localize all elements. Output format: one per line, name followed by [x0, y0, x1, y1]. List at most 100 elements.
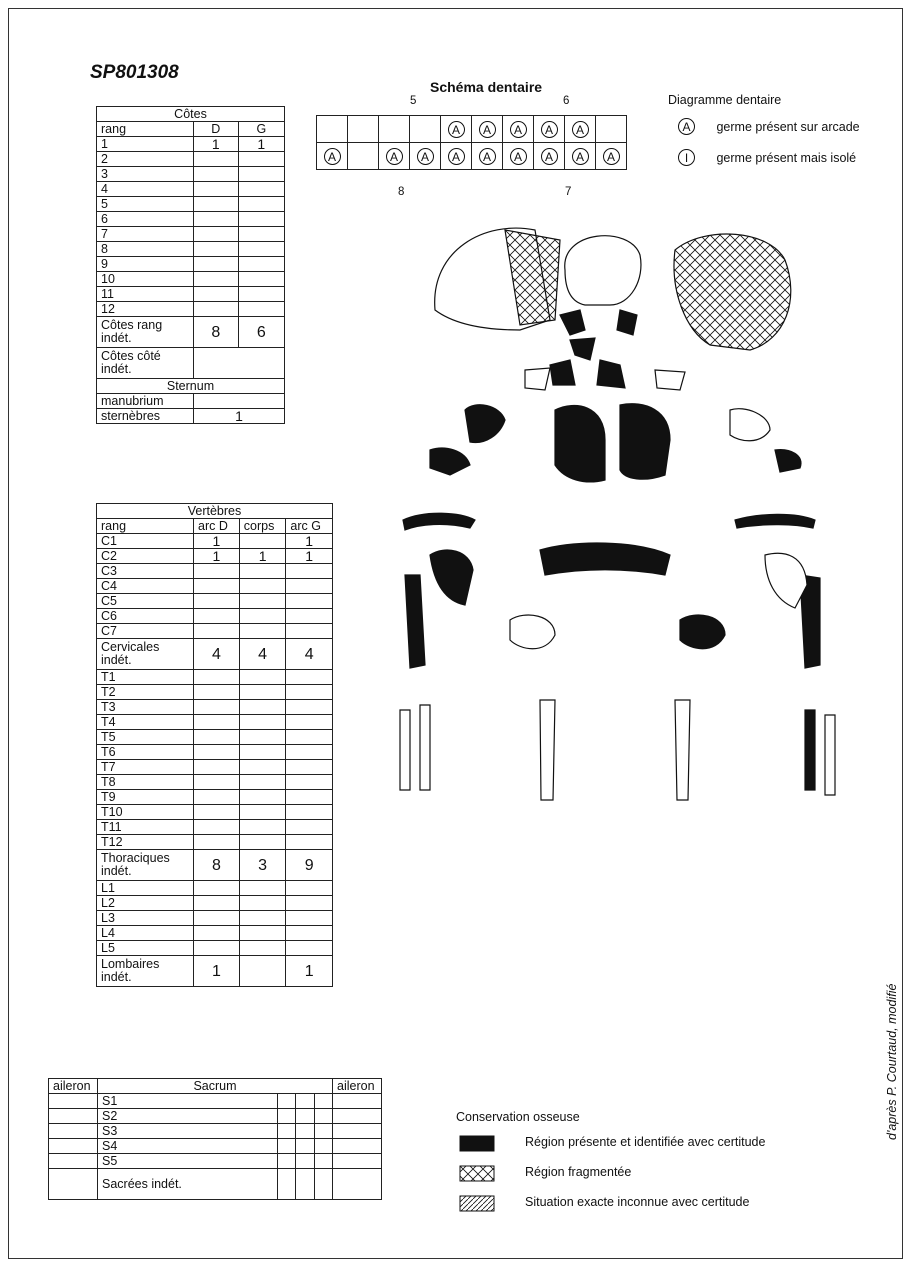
vertebra-cell — [239, 881, 286, 896]
skull-left-parietal — [674, 234, 791, 350]
vert-header-corps: corps — [239, 519, 286, 534]
cotes-cell — [238, 152, 284, 167]
conservation-label-crosshatch: Région fragmentée — [525, 1165, 631, 1179]
sacrum-indet-label: Sacrées indét. — [98, 1169, 278, 1200]
tooth-cell — [410, 116, 441, 143]
tooth-a-icon: A — [603, 148, 620, 165]
vertebra-cell — [194, 881, 240, 896]
vertebra-cell — [239, 670, 286, 685]
sacrum-row: S1 — [49, 1094, 382, 1109]
vertebra-cell — [286, 670, 333, 685]
tooth-symbol-i-icon: I — [678, 149, 695, 166]
vert-header-arcg: arc G — [286, 519, 333, 534]
tooth-a-icon: A — [510, 148, 527, 165]
cotes-rang: 6 — [97, 212, 194, 227]
vertebra-rang: T9 — [97, 790, 194, 805]
vertebra-cell — [239, 835, 286, 850]
vertebra-cell — [194, 745, 240, 760]
cotes-header-g: G — [238, 122, 284, 137]
vertebres-title: Vertèbres — [97, 504, 333, 519]
cotes-rang: 9 — [97, 257, 194, 272]
vertebra-row: C5 — [97, 594, 333, 609]
vertebra-cell — [239, 594, 286, 609]
thoracic-indet-corps: 3 — [239, 850, 286, 881]
cotes-row: 6 — [97, 212, 285, 227]
vertebra-row: L2 — [97, 896, 333, 911]
vertebra-cell — [239, 775, 286, 790]
cotes-cell — [194, 287, 239, 302]
vertebra-rang: T7 — [97, 760, 194, 775]
vertebra-cell — [286, 624, 333, 639]
vertebra-cell — [194, 896, 240, 911]
vertebra-cell — [239, 534, 286, 549]
vertebra-cell — [239, 700, 286, 715]
vertebra-cell — [194, 670, 240, 685]
cotes-cell — [194, 302, 239, 317]
cotes-cell — [194, 227, 239, 242]
lumbar-rows: L1L2L3L4L5 — [97, 881, 333, 956]
sacrum-row: S2 — [49, 1109, 382, 1124]
vertebra-row: T11 — [97, 820, 333, 835]
cotes-rang: 7 — [97, 227, 194, 242]
thoracic-indet-label: Thoraciques indét. — [97, 850, 194, 881]
lumbar-indet-corps — [239, 956, 286, 987]
cotes-cell — [238, 167, 284, 182]
vertebra-cell — [286, 775, 333, 790]
vertebra-cell: 1 — [239, 549, 286, 564]
vertebra-row: T6 — [97, 745, 333, 760]
cotes-cell — [238, 197, 284, 212]
dental-legend-item: I germe présent mais isolé — [678, 149, 856, 166]
swatch-solid — [460, 1136, 494, 1151]
swatch-diagonal — [460, 1196, 494, 1211]
vertebra-row: L5 — [97, 941, 333, 956]
lumbar-indet-label: Lombaires indét. — [97, 956, 194, 987]
vertebra-row: C7 — [97, 624, 333, 639]
cotes-rang: 5 — [97, 197, 194, 212]
vertebra-rang: L3 — [97, 911, 194, 926]
tooth-cell: A — [503, 143, 534, 170]
tooth-cell: A — [472, 116, 503, 143]
tooth-a-icon: A — [572, 121, 589, 138]
dental-legend-title: Diagramme dentaire — [668, 93, 781, 107]
vertebra-cell — [194, 790, 240, 805]
vertebra-cell — [194, 926, 240, 941]
cotes-row: 8 — [97, 242, 285, 257]
cotes-indet-rang-g: 6 — [238, 317, 284, 348]
cotes-rang: 12 — [97, 302, 194, 317]
vertebra-cell — [194, 911, 240, 926]
vertebra-rang: T1 — [97, 670, 194, 685]
conservation-label-diagonal: Situation exacte inconnue avec certitude — [525, 1195, 749, 1209]
vertebra-rang: C2 — [97, 549, 194, 564]
tooth-a-icon: A — [572, 148, 589, 165]
vertebra-cell — [194, 624, 240, 639]
vertebra-cell — [194, 941, 240, 956]
tooth-a-icon: A — [417, 148, 434, 165]
vertebra-cell — [286, 760, 333, 775]
tooth-a-icon: A — [386, 148, 403, 165]
cotes-cell — [194, 152, 239, 167]
vertebra-row: T12 — [97, 835, 333, 850]
cotes-rang: 11 — [97, 287, 194, 302]
cotes-row: 12 — [97, 302, 285, 317]
quadrant-6: 6 — [563, 95, 569, 107]
sacrum-rang: S2 — [98, 1109, 278, 1124]
vertebra-cell — [194, 760, 240, 775]
tooth-cell: A — [317, 143, 348, 170]
dental-row: AAAAA — [317, 116, 627, 143]
cotes-cell — [238, 287, 284, 302]
vertebra-rang: T2 — [97, 685, 194, 700]
vertebra-rang: T5 — [97, 730, 194, 745]
vert-header-arcd: arc D — [194, 519, 240, 534]
vertebra-rang: T3 — [97, 700, 194, 715]
cotes-header-rang: rang — [97, 122, 194, 137]
tooth-cell: A — [596, 143, 627, 170]
cervical-rows: C111C2111C3C4C5C6C7 — [97, 534, 333, 639]
dental-legend-item: A germe présent sur arcade — [678, 118, 860, 135]
thoracic-rows: T1T2T3T4T5T6T7T8T9T10T11T12 — [97, 670, 333, 850]
vertebra-rang: T6 — [97, 745, 194, 760]
vertebra-cell — [286, 564, 333, 579]
vertebra-rang: C7 — [97, 624, 194, 639]
